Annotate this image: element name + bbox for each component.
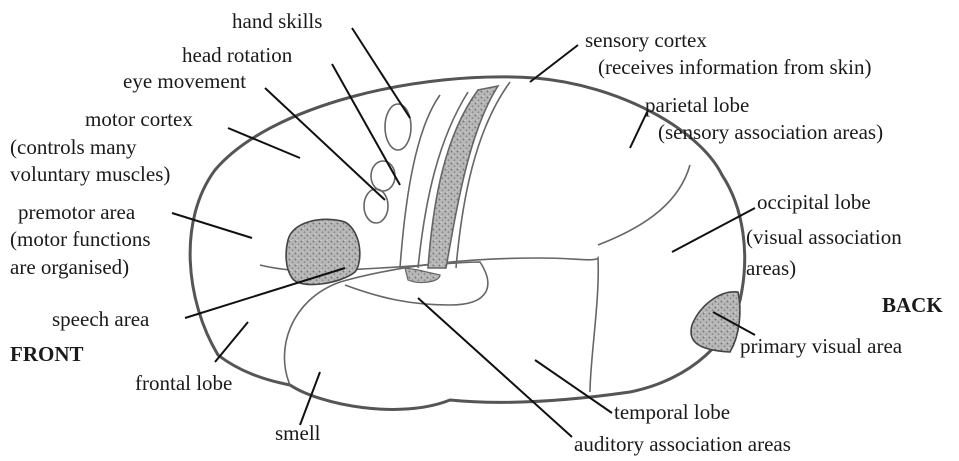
label-back: BACK <box>882 293 943 317</box>
label-front: FRONT <box>10 342 84 366</box>
label-sensory-cortex: sensory cortex <box>585 28 707 52</box>
label-sensory-cortex-desc: (receives information from skin) <box>598 55 872 79</box>
label-primary-visual-area: primary visual area <box>740 334 903 358</box>
label-parietal-lobe: parietal lobe <box>645 93 749 117</box>
label-frontal-lobe: frontal lobe <box>135 371 232 395</box>
label-parietal-desc: (sensory association areas) <box>658 120 883 144</box>
label-motor-cortex-desc-1: (controls many <box>10 135 137 159</box>
label-speech-area: speech area <box>52 307 150 331</box>
label-hand-skills: hand skills <box>232 9 322 33</box>
label-premotor-desc-2: are organised) <box>10 255 129 279</box>
label-motor-cortex: motor cortex <box>85 107 193 131</box>
label-auditory-association: auditory association areas <box>574 432 791 456</box>
label-temporal-lobe: temporal lobe <box>614 400 730 424</box>
label-head-rotation: head rotation <box>182 43 293 67</box>
label-smell: smell <box>275 421 321 445</box>
label-premotor-desc-1: (motor functions <box>10 227 151 251</box>
label-occipital-desc-2: areas) <box>746 256 796 280</box>
label-premotor-area: premotor area <box>18 200 136 224</box>
label-motor-cortex-desc-2: voluntary muscles) <box>10 162 170 186</box>
label-eye-movement: eye movement <box>123 69 246 93</box>
leader-sensory-cortex <box>530 45 578 82</box>
label-occipital-desc-1: (visual association <box>746 225 902 249</box>
label-occipital-lobe: occipital lobe <box>757 190 871 214</box>
